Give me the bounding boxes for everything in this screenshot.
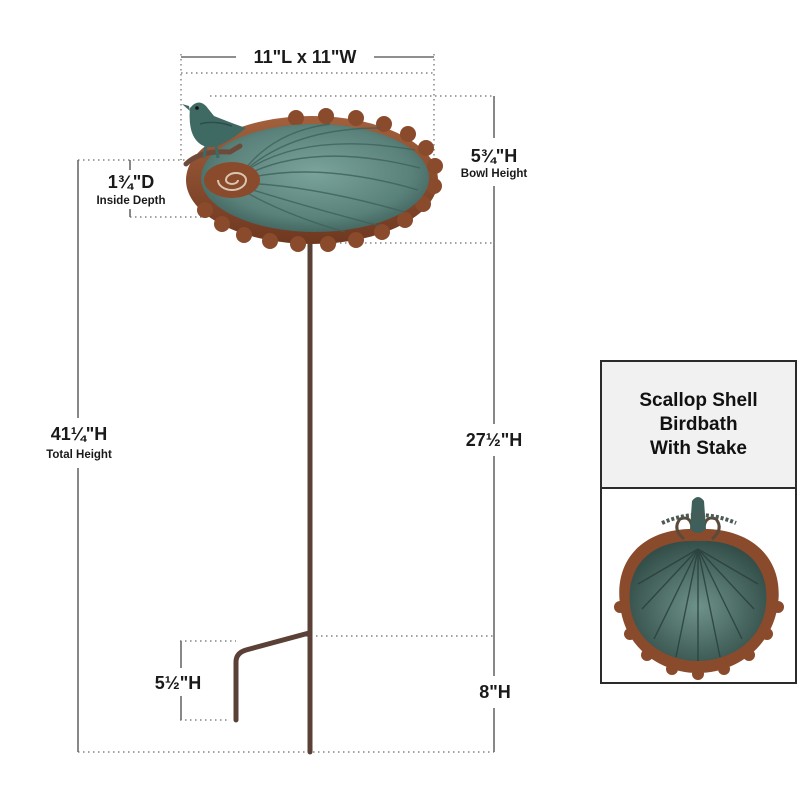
product-info-box: Scallop Shell Birdbath With Stake (600, 360, 797, 684)
snail-spiral (217, 172, 248, 191)
product-title-line-1: Scallop Shell (639, 389, 758, 411)
product-title-line-2: Birdbath (659, 413, 738, 435)
foot-height-label: 5½"H (155, 673, 202, 693)
thumb-left-curl (675, 516, 694, 541)
thumb-rim-scallops (614, 601, 784, 680)
snail-shell (204, 162, 260, 198)
total-height-label: 41¼"H (51, 424, 108, 444)
birdbath-top-view-icon (614, 497, 784, 680)
width-dimension: 11"L x 11"W (180, 47, 435, 160)
total-height-dimension: 41¼"H Total Height (46, 160, 494, 753)
thumb-branch (661, 513, 737, 525)
thumb-shell-ribs (637, 548, 759, 661)
bowl-height-label: 5¾"H (471, 146, 518, 166)
branch-handle (183, 143, 243, 167)
product-title: Scallop Shell Birdbath With Stake (602, 362, 795, 489)
rim-scallops (197, 108, 443, 252)
bird-figurine (182, 102, 246, 159)
stake-foot (233, 630, 312, 723)
stake-height-label: 27½"H (466, 430, 523, 450)
total-height-caption: Total Height (46, 449, 112, 461)
ground-depth-dimension: 8"H (306, 635, 511, 752)
inside-depth-label: 1¾"D (108, 172, 155, 192)
bowl-height-dimension: 5¾"H Bowl Height (210, 95, 528, 244)
width-label: 11"L x 11"W (254, 47, 357, 67)
foot-height-dimension: 5½"H (155, 640, 236, 721)
scallop-shell-birdbath-icon (182, 102, 443, 755)
product-title-line-3: With Stake (650, 437, 747, 459)
bowl-height-caption: Bowl Height (461, 168, 528, 180)
inside-depth-dimension: 1¾"D Inside Depth (78, 159, 218, 218)
ground-depth-label: 8"H (479, 682, 511, 702)
thumb-right-curl (702, 516, 721, 541)
stake-height-dimension: 27½"H (466, 243, 523, 636)
bowl-interior (201, 124, 429, 232)
inside-depth-caption: Inside Depth (96, 195, 165, 207)
